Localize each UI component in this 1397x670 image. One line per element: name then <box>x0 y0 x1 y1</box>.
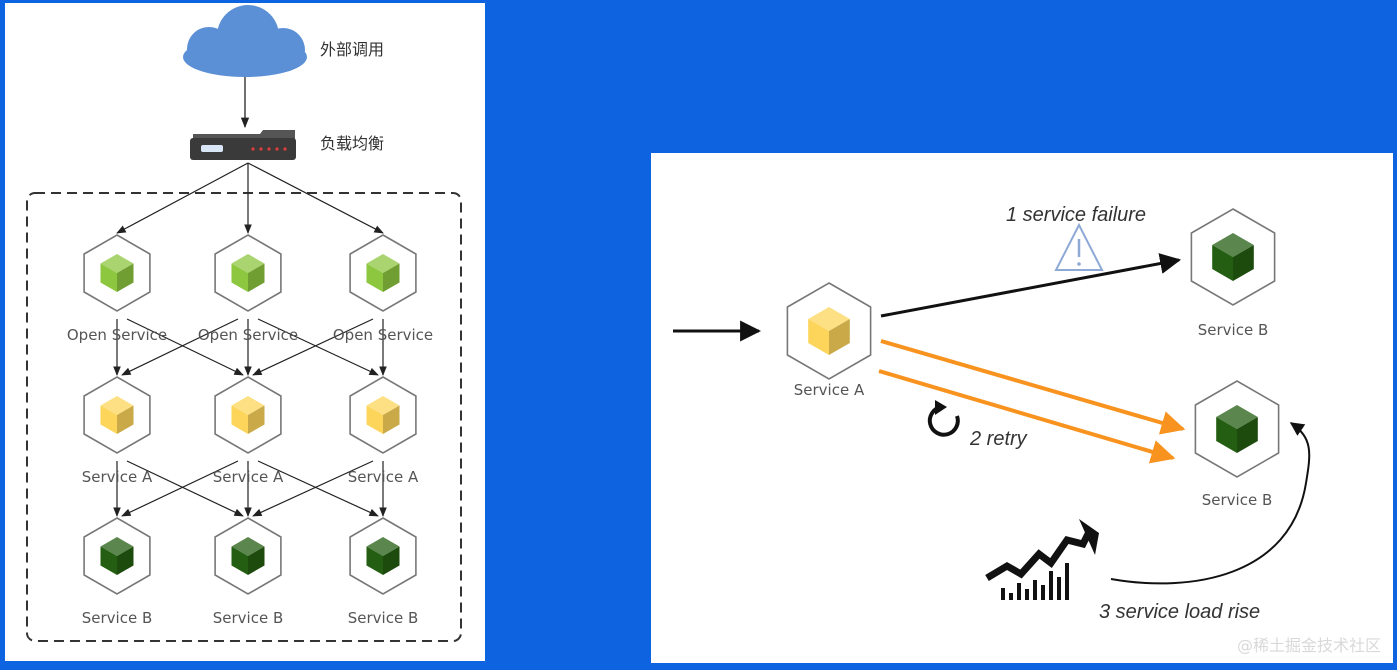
service-a-label-1: Service A <box>82 468 153 486</box>
row1-cross-arrow-1 <box>121 318 239 376</box>
retry-icon <box>927 400 960 437</box>
retry-label: 2 retry <box>969 428 1028 450</box>
cluster-boundary <box>26 192 462 642</box>
lb-to-open-service-arrow-3 <box>247 162 384 234</box>
row2-cross-arrow-3 <box>252 460 374 517</box>
open-service-label-1: Open Service <box>67 326 167 344</box>
retry-arrow-2 <box>878 369 1176 464</box>
external-call-label: 外部调用 <box>320 40 384 59</box>
service-b-top-node <box>1190 208 1276 306</box>
service-b-label-1: Service B <box>82 609 153 627</box>
service-b-node-2 <box>214 517 282 595</box>
load-chart-icon <box>985 519 1099 600</box>
open-service-label-2: Open Service <box>198 326 298 344</box>
service-a-label: Service A <box>794 381 865 399</box>
service-a-node-1 <box>83 376 151 454</box>
watermark: @稀土掘金技术社区 <box>1236 636 1381 655</box>
lb-to-open-service-arrow-1 <box>116 162 249 234</box>
row2-cross-arrow-2 <box>126 460 244 517</box>
open-service-node-1 <box>83 234 151 312</box>
failure-scenario-panel: 1 service failure 2 retry 3 service load… <box>651 153 1393 663</box>
open-service-label-3: Open Service <box>333 326 433 344</box>
service-a-node-2 <box>214 376 282 454</box>
service-b-node-1 <box>83 517 151 595</box>
row2-cross-arrow-1 <box>121 460 239 517</box>
service-load-rise-label: 3 service load rise <box>1099 601 1260 623</box>
load-balance-label: 负载均衡 <box>320 134 384 153</box>
service-b-label-3: Service B <box>348 609 419 627</box>
service-b-bottom-node <box>1194 380 1280 478</box>
service-a-node <box>786 282 872 380</box>
connection-lines <box>113 162 387 517</box>
service-nodes: Open Service Open Service Open ServiceServ… <box>67 234 433 627</box>
service-b-top-label: Service B <box>1198 321 1269 339</box>
failure-scenario-diagram: 1 service failure 2 retry 3 service load… <box>673 204 1311 623</box>
load-rise-curve-arrow <box>1110 422 1311 585</box>
service-failure-label: 1 service failure <box>1006 204 1146 226</box>
cloud-icon <box>183 5 307 77</box>
row1-cross-arrow-4 <box>257 318 379 376</box>
service-nodes <box>786 208 1280 478</box>
failure-arrow <box>880 253 1182 318</box>
service-b-bottom-label: Service B <box>1202 491 1273 509</box>
load-balancer-icon <box>190 130 296 160</box>
row2-cross-arrow-4 <box>257 460 379 517</box>
service-b-node-3 <box>349 517 417 595</box>
service-a-label-2: Service A <box>213 468 284 486</box>
open-service-node-2 <box>214 234 282 312</box>
service-a-node-3 <box>349 376 417 454</box>
open-service-node-3 <box>349 234 417 312</box>
row1-cross-arrow-2 <box>126 318 244 376</box>
retry-arrow-1 <box>880 339 1186 435</box>
warning-icon <box>1054 222 1104 271</box>
row1-cross-arrow-3 <box>252 318 374 376</box>
service-a-label-3: Service A <box>348 468 419 486</box>
service-b-label-2: Service B <box>213 609 284 627</box>
